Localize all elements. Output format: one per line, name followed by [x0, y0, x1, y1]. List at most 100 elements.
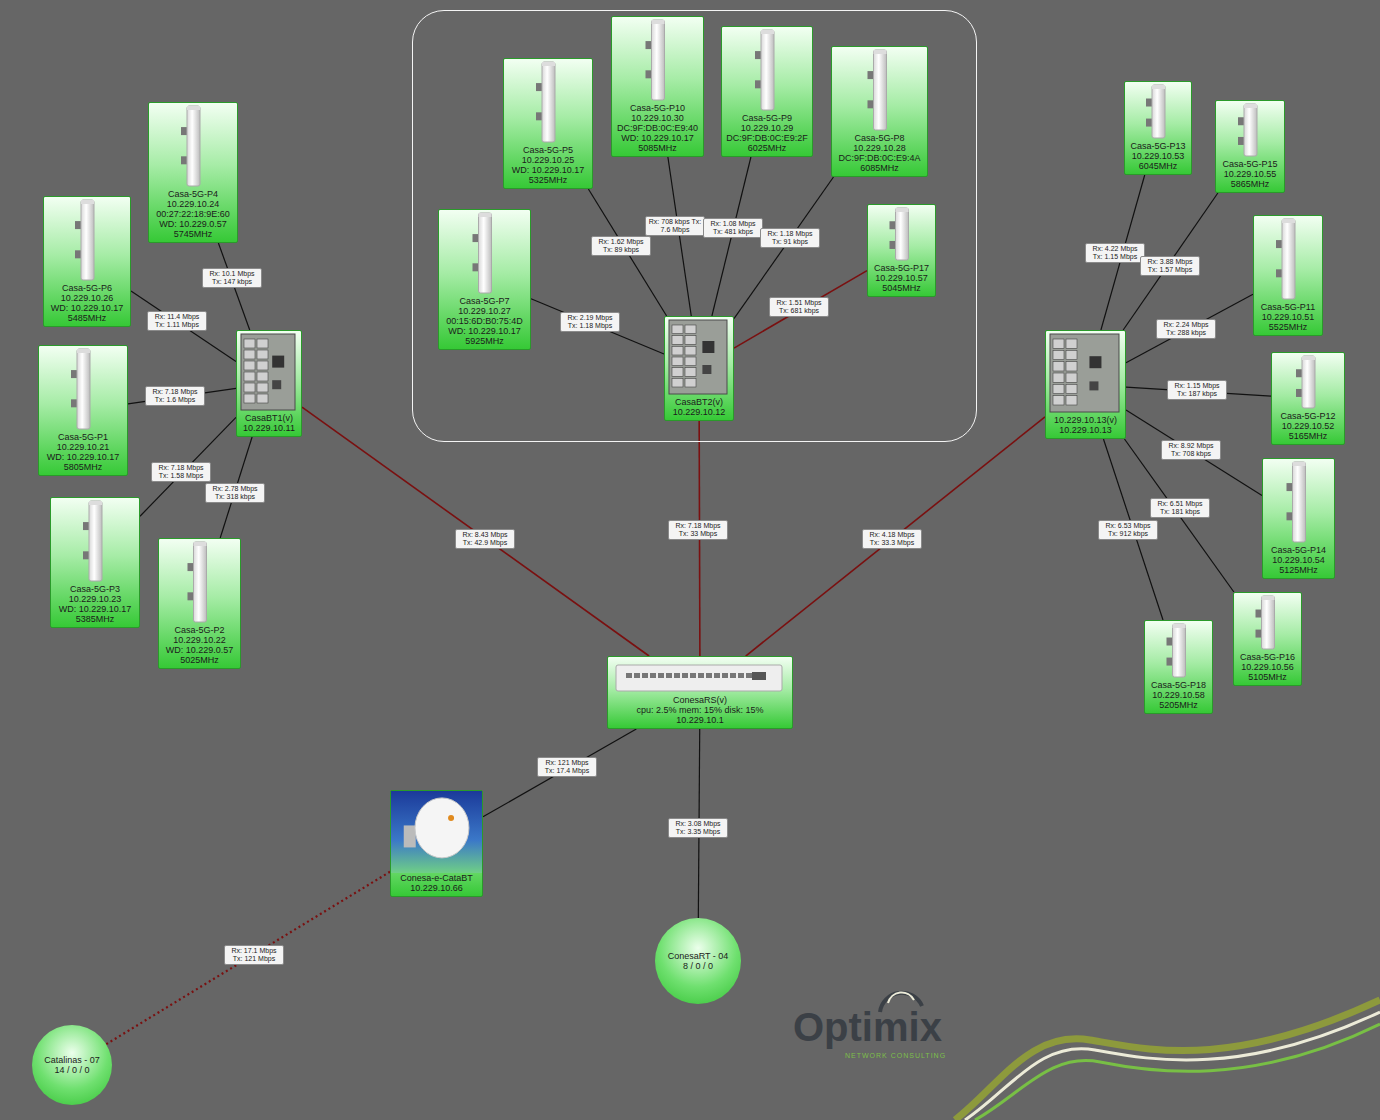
- antenna-node: Casa-5G-P610.229.10.26WD: 10.229.10.1754…: [43, 196, 131, 327]
- antenna-icon: [51, 498, 139, 584]
- ethernet-port: [1053, 373, 1064, 382]
- chip: [272, 380, 281, 389]
- mount-bracket: [1256, 610, 1262, 618]
- site-circle: ConesaRT - 048 / 0 / 0: [655, 918, 741, 1004]
- traffic-label: Rx: 1.18 Mbps Tx: 91 kbps: [760, 228, 820, 248]
- ethernet-port: [672, 325, 683, 334]
- switch-port: [626, 673, 632, 678]
- node-name: ConesaRS(v): [673, 695, 727, 705]
- switch-port: [690, 673, 696, 678]
- antenna-panel: [896, 208, 909, 260]
- mount-bracket: [473, 263, 479, 271]
- ethernet-port: [257, 339, 268, 348]
- node-detail: 10.229.10.1: [676, 715, 724, 725]
- traffic-label: Rx: 7.18 Mbps Tx: 1.6 Mbps: [145, 386, 205, 406]
- traffic-label: Rx: 6.53 Mbps Tx: 912 kbps: [1098, 520, 1158, 540]
- mount-bracket: [755, 51, 761, 59]
- router-board-icon: [237, 331, 301, 413]
- ethernet-port: [672, 357, 683, 366]
- router-node: 10.229.10.13(v)10.229.10.13: [1045, 330, 1126, 439]
- antenna-icon: [1125, 82, 1191, 141]
- mount-bracket: [1296, 389, 1302, 397]
- switch-port: [730, 673, 736, 678]
- traffic-label: Rx: 17.1 Mbps Tx: 121 Mbps: [224, 945, 284, 965]
- node-detail: 10.229.10.52: [1282, 421, 1335, 431]
- antenna-node: Casa-5G-P310.229.10.23WD: 10.229.10.1753…: [50, 497, 140, 628]
- ethernet-port: [257, 350, 268, 359]
- node-detail: 5485MHz: [68, 313, 107, 323]
- swoosh-green: [975, 1024, 1380, 1120]
- traffic-label: Rx: 3.08 Mbps Tx: 3.35 Mbps: [668, 818, 728, 838]
- node-detail: 10.229.10.12: [673, 407, 726, 417]
- ethernet-port: [1053, 350, 1064, 359]
- antenna-panel: [761, 30, 774, 110]
- logo-arc: [888, 992, 914, 1003]
- node-detail: 10.229.10.30: [631, 113, 684, 123]
- node-detail: 10.229.10.24: [167, 199, 220, 209]
- ethernet-port: [257, 372, 268, 381]
- node-detail: 10.229.10.29: [741, 123, 794, 133]
- antenna-cap: [652, 20, 665, 24]
- link-line: [1124, 439, 1233, 592]
- node-detail: 5805MHz: [64, 462, 103, 472]
- antenna-icon: [868, 205, 935, 263]
- antenna-icon: [722, 27, 812, 113]
- antenna-node: Casa-5G-P410.229.10.2400:27:22:18:9E:60W…: [148, 102, 238, 243]
- antenna-icon: [39, 346, 127, 432]
- node-detail: WD: 10.229.10.17: [621, 133, 694, 143]
- node-detail: 5085MHz: [638, 143, 677, 153]
- ethernet-port: [244, 339, 255, 348]
- node-name: Catalinas - 07: [44, 1055, 100, 1065]
- mount-bracket: [868, 100, 874, 108]
- antenna-panel: [1262, 596, 1275, 649]
- antenna-node: Casa-5G-P510.229.10.25WD: 10.229.10.1753…: [503, 58, 593, 189]
- node-detail: 5125MHz: [1279, 565, 1318, 575]
- node-detail: 5205MHz: [1159, 700, 1198, 710]
- mount-bracket: [473, 234, 479, 242]
- ethernet-port: [244, 350, 255, 359]
- traffic-label: Rx: 6.51 Mbps Tx: 181 kbps: [1150, 498, 1210, 518]
- node-detail: 10.229.10.66: [410, 883, 463, 893]
- link-line: [483, 729, 636, 817]
- node-detail: 6045MHz: [1139, 161, 1178, 171]
- ethernet-port: [685, 346, 696, 355]
- ethernet-port: [685, 368, 696, 377]
- mount-bracket: [1167, 658, 1173, 666]
- node-name: CasaBT1(v): [245, 413, 293, 423]
- link-line: [734, 271, 867, 349]
- node-detail: 10.229.10.23: [69, 594, 122, 604]
- mount-bracket: [181, 127, 187, 135]
- node-name: Casa-5G-P9: [742, 113, 792, 123]
- antenna-cap: [1302, 356, 1315, 360]
- antenna-panel: [479, 213, 492, 293]
- node-detail: 5105MHz: [1248, 672, 1287, 682]
- traffic-label: Rx: 11.4 Mbps Tx: 1.11 Mbps: [147, 311, 207, 331]
- node-detail: 10.229.10.53: [1132, 151, 1185, 161]
- node-detail: 10.229.10.27: [458, 306, 511, 316]
- router-board: [1050, 334, 1119, 412]
- router-board: [669, 320, 727, 394]
- ethernet-port: [1066, 339, 1077, 348]
- switch-port: [746, 673, 752, 678]
- antenna-node: Casa-5G-P1610.229.10.565105MHz: [1233, 592, 1302, 686]
- antenna-icon: [832, 47, 927, 133]
- ethernet-port: [1053, 339, 1064, 348]
- antenna-icon: [1263, 459, 1334, 545]
- link-line: [1126, 410, 1262, 496]
- antenna-cap: [542, 62, 555, 66]
- node-detail: 10.229.10.25: [522, 155, 575, 165]
- mount-bracket: [1167, 638, 1173, 646]
- node-name: Casa-5G-P2: [174, 625, 224, 635]
- ethernet-port: [257, 361, 268, 370]
- mount-bracket: [890, 221, 896, 229]
- antenna-icon: [1234, 593, 1301, 652]
- ethernet-port: [685, 378, 696, 387]
- mount-bracket: [83, 551, 89, 559]
- node-name: Casa-5G-P15: [1222, 159, 1277, 169]
- antenna-panel: [1282, 219, 1295, 299]
- antenna-panel: [652, 20, 665, 100]
- node-detail: cpu: 2.5% mem: 15% disk: 15%: [636, 705, 763, 715]
- link-line: [588, 189, 666, 316]
- switch-port: [706, 673, 712, 678]
- switch-icon: [608, 657, 792, 695]
